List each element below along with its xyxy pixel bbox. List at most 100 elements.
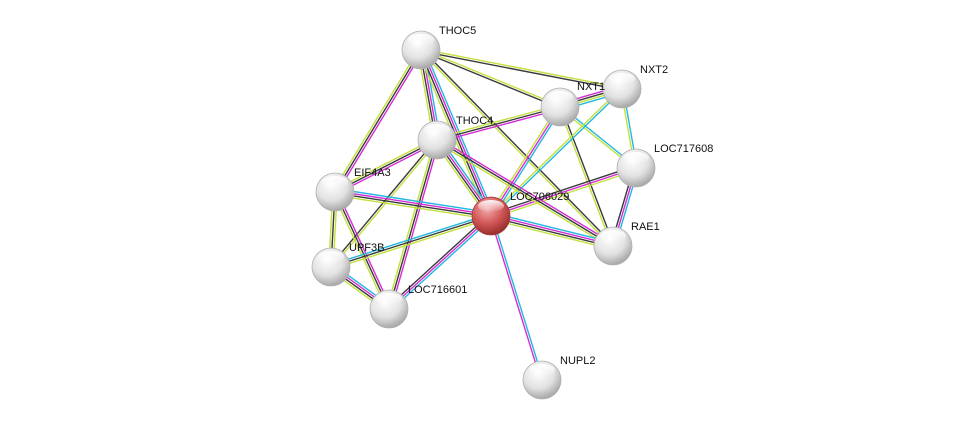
edge-evidence-dark — [334, 191, 390, 310]
edge-evidence-yellow — [332, 48, 420, 192]
edge-evidence-dark — [490, 165, 636, 215]
edge-evidence-magenta — [388, 215, 492, 310]
node-NXT2[interactable]: NXT2 — [602, 64, 668, 109]
node-highlight — [478, 200, 504, 212]
edge-evidence-dark — [420, 50, 622, 91]
edge-evidence-dark — [387, 213, 490, 308]
edge-evidence-dark — [420, 50, 560, 109]
edge-THOC5-RAE1[interactable] — [419, 48, 615, 248]
node-LOC706029[interactable]: LOC706029 — [471, 191, 569, 236]
node-NUPL2[interactable]: NUPL2 — [522, 355, 595, 400]
node-label: THOC4 — [456, 115, 493, 127]
edge-evidence-magenta — [336, 50, 424, 194]
edge-evidence-dark — [334, 192, 491, 218]
edge-NXT1-LOC706029[interactable] — [488, 105, 563, 218]
edge-evidence-yellow — [421, 48, 623, 89]
node-highlight — [318, 251, 344, 263]
edge-LOC706029-LOC716601[interactable] — [387, 213, 493, 312]
edge-evidence-cyan — [491, 89, 624, 218]
edge-evidence-magenta — [490, 167, 637, 217]
node-label: UPF3B — [349, 242, 384, 254]
edge-evidence-yellow — [435, 141, 613, 249]
edge-THOC4-RAE1[interactable] — [435, 137, 615, 249]
edge-EIF4A3-LOC716601[interactable] — [332, 190, 392, 311]
node-highlight — [609, 73, 635, 85]
edge-evidence-yellow — [488, 105, 559, 216]
edge-evidence-magenta — [491, 214, 614, 246]
edge-evidence-yellow — [436, 104, 560, 139]
node-UPF3B[interactable]: UPF3B — [311, 242, 384, 287]
edge-LOC706029-RAE1[interactable] — [490, 212, 614, 250]
edge-evidence-cyan — [491, 215, 544, 380]
edge-evidence-dark — [436, 139, 614, 247]
edge-NXT1-THOC4[interactable] — [436, 104, 561, 143]
edge-evidence-yellow — [331, 217, 492, 270]
edge-evidence-dark — [334, 49, 422, 193]
node-label: LOC717608 — [654, 143, 713, 155]
edge-evidence-yellow — [490, 218, 613, 250]
edge-evidence-magenta — [490, 106, 561, 217]
node-highlight — [623, 152, 649, 164]
node-LOC717608[interactable]: LOC717608 — [616, 143, 713, 188]
edge-evidence-dark — [330, 215, 492, 268]
edge-evidence-dark — [436, 106, 561, 141]
node-label: NXT2 — [640, 64, 668, 76]
edge-evidence-magenta — [437, 137, 615, 245]
node-THOC4[interactable]: THOC4 — [417, 115, 493, 160]
edge-evidence-magenta — [335, 190, 492, 216]
edge-evidence-yellow — [332, 192, 388, 311]
node-label: RAE1 — [631, 221, 660, 233]
edge-NXT2-LOC706029[interactable] — [489, 87, 624, 218]
node-label: EIF4A3 — [354, 167, 391, 179]
node-label: NUPL2 — [560, 355, 595, 367]
node-NXT1[interactable]: NXT1 — [540, 81, 605, 127]
node-label: LOC706029 — [510, 191, 569, 203]
edge-LOC706029-NUPL2[interactable] — [489, 215, 544, 381]
node-LOC716601[interactable]: LOC716601 — [369, 284, 467, 329]
node-EIF4A3[interactable]: EIF4A3 — [315, 167, 391, 212]
edge-evidence-dark — [490, 216, 613, 248]
node-label: THOC5 — [439, 25, 476, 37]
node-highlight — [547, 91, 573, 103]
edge-NXT1-RAE1[interactable] — [558, 106, 615, 247]
node-label: NXT1 — [577, 81, 605, 93]
node-highlight — [529, 364, 555, 376]
edge-evidence-yellow — [421, 48, 561, 107]
edge-LOC717608-LOC706029[interactable] — [490, 165, 637, 219]
edge-evidence-cyan — [330, 213, 491, 266]
node-highlight — [600, 230, 626, 242]
edge-evidence-yellow — [489, 87, 622, 216]
node-highlight — [322, 176, 348, 188]
edge-evidence-yellow — [419, 50, 613, 248]
node-highlight — [376, 293, 402, 305]
edge-evidence-magenta — [437, 108, 561, 143]
edge-THOC5-NXT2[interactable] — [420, 48, 623, 91]
edge-evidence-dark — [421, 48, 615, 246]
edge-evidence-yellow — [331, 140, 439, 269]
edge-evidence-cyan — [390, 217, 493, 312]
edge-evidence-cyan — [491, 212, 614, 244]
edge-evidence-yellow — [334, 194, 491, 220]
edge-evidence-magenta — [336, 190, 392, 309]
node-label: LOC716601 — [408, 284, 467, 296]
edge-evidence-cyan — [492, 107, 563, 218]
edge-THOC5-NXT1[interactable] — [420, 48, 561, 109]
edge-LOC706029-UPF3B[interactable] — [330, 213, 492, 270]
node-THOC5[interactable]: THOC5 — [401, 25, 476, 70]
edge-evidence-yellow — [558, 107, 613, 247]
edge-THOC4-LOC716601[interactable] — [386, 139, 440, 310]
edge-evidence-dark — [388, 139, 438, 310]
node-highlight — [424, 124, 450, 136]
edge-evidence-cyan — [335, 188, 492, 214]
nodes-layer: THOC5NXT2NXT1THOC4LOC717608EIF4A3LOC7060… — [311, 25, 713, 400]
edge-evidence-magenta — [390, 140, 440, 310]
node-RAE1[interactable]: RAE1 — [593, 221, 660, 266]
edge-THOC5-EIF4A3[interactable] — [332, 48, 424, 194]
edge-evidence-yellow — [491, 169, 637, 219]
edge-evidence-dark — [560, 106, 615, 246]
edge-evidence-magenta — [489, 216, 542, 381]
edge-evidence-yellow — [386, 139, 436, 309]
edge-EIF4A3-LOC706029[interactable] — [334, 188, 492, 220]
